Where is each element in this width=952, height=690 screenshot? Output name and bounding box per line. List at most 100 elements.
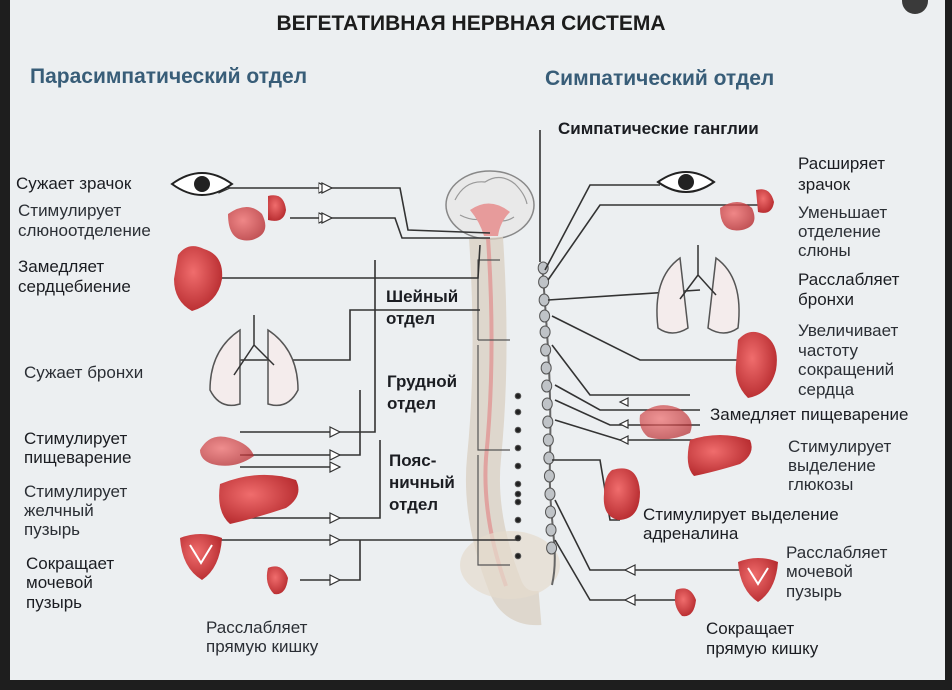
- right-label-bladder-1: Расслабляет: [786, 543, 888, 562]
- right-label-adrenaline-1: Стимулирует выделение: [643, 505, 839, 524]
- left-label-bronchi: Сужает бронхи: [24, 363, 143, 382]
- right-label-saliva-3: слюны: [798, 241, 851, 260]
- ganglion-node: [543, 451, 555, 465]
- cervical-region-label-2: отдел: [386, 309, 435, 328]
- stomach-right-icon: [639, 405, 692, 440]
- right-label-heart-2: частоту: [798, 341, 858, 360]
- close-icon[interactable]: [902, 0, 928, 14]
- ganglion-node: [539, 309, 551, 323]
- ganglion-node: [544, 487, 556, 501]
- right-label-saliva-2: отделение: [798, 222, 881, 241]
- left-label-rectum-1: Расслабляет: [206, 618, 308, 637]
- right-label-digestion: Замедляет пищеварение: [710, 405, 908, 424]
- spinal-nerve-node: [514, 552, 522, 560]
- salivary-gland-right-icon: [720, 189, 774, 231]
- ganglion-node: [542, 433, 554, 447]
- salivary-gland-left-icon: [228, 195, 286, 241]
- right-label-bronchi-1: Расслабляет: [798, 270, 900, 289]
- right-label-glucose-2: выделение: [788, 456, 876, 475]
- ganglion-node: [540, 343, 552, 357]
- right-label-saliva-1: Уменьшает: [798, 203, 887, 222]
- ganglion-node: [539, 325, 551, 339]
- thoracic-region-label-2: отдел: [387, 394, 436, 413]
- thoracic-region-label-1: Грудной: [387, 372, 457, 391]
- bladder-right-icon: [738, 558, 778, 602]
- eye-right-icon: [656, 171, 716, 193]
- heart-right-icon: [735, 331, 777, 398]
- parasympathetic-pathways: [210, 188, 520, 581]
- right-label-pupil-1: Расширяет: [798, 154, 885, 173]
- left-label-gallbladder-2: желчный: [24, 501, 94, 520]
- right-label-glucose-3: глюкозы: [788, 475, 853, 494]
- brain-illustration: [445, 170, 535, 240]
- rectum-left-icon: [266, 566, 288, 595]
- right-label-glucose-1: Стимулирует: [788, 437, 891, 456]
- eye-left-icon: [170, 172, 234, 196]
- left-label-pupil: Сужает зрачок: [16, 174, 132, 193]
- lungs-right-icon: [656, 245, 740, 334]
- lungs-left-icon: [209, 315, 299, 407]
- spinal-nerve-node: [514, 516, 522, 524]
- cervical-region-label-1: Шейный: [386, 287, 458, 306]
- stomach-left-icon: [200, 436, 254, 466]
- spinal-nerve-node: [514, 426, 522, 434]
- right-label-heart-4: сердца: [798, 380, 855, 399]
- ganglion-node: [537, 261, 549, 275]
- left-label-heart-2: сердцебиение: [18, 277, 131, 296]
- rectum-right-icon: [674, 588, 696, 617]
- right-label-bladder-3: пузырь: [786, 582, 842, 601]
- heart-left-icon: [174, 246, 223, 311]
- spinal-nerve-node: [514, 480, 522, 488]
- right-label-bladder-2: мочевой: [786, 562, 853, 581]
- left-label-saliva-1: Стимулирует: [18, 201, 121, 220]
- ganglion-node: [545, 523, 557, 537]
- left-label-saliva-2: слюноотделение: [18, 221, 151, 240]
- left-label-gallbladder-3: пузырь: [24, 520, 80, 539]
- right-label-heart-1: Увеличивает: [798, 321, 899, 340]
- liver-right-icon: [687, 435, 752, 476]
- right-label-adrenaline-2: адреналина: [643, 524, 739, 543]
- liver-left-icon: [219, 474, 299, 524]
- lumbar-region-label-3: отдел: [389, 495, 438, 514]
- sympathetic-ganglia-label: Симпатические ганглии: [558, 119, 759, 138]
- ganglion-node: [545, 505, 556, 519]
- parasympathetic-heading: Парасимпатический отдел: [30, 65, 307, 88]
- left-label-digestion-2: пищеварение: [24, 448, 132, 467]
- left-label-bladder-2: мочевой: [26, 573, 93, 592]
- left-label-digestion-1: Стимулирует: [24, 429, 127, 448]
- sympathetic-trunk: [514, 261, 558, 586]
- spinal-nerve-node: [514, 408, 522, 416]
- sympathetic-pathways: [539, 130, 770, 601]
- right-label-pupil-2: зрачок: [798, 175, 851, 194]
- ganglion-node: [541, 379, 553, 393]
- ganglion-node: [541, 397, 553, 411]
- spinal-nerve-node: [514, 490, 522, 498]
- ganglion-node: [543, 469, 555, 483]
- right-label-heart-3: сокращений: [798, 360, 894, 379]
- left-label-bladder-1: Сокращает: [26, 554, 114, 573]
- right-label-bronchi-2: бронхи: [798, 290, 854, 309]
- right-label-rectum-2: прямую кишку: [706, 639, 819, 658]
- ganglion-node: [546, 541, 558, 555]
- spinal-nerve-node: [514, 462, 522, 470]
- left-label-bladder-3: пузырь: [26, 593, 82, 612]
- spinal-nerve-node: [514, 498, 522, 506]
- diagram-title: ВЕГЕТАТИВНАЯ НЕРВНАЯ СИСТЕМА: [276, 12, 665, 35]
- ganglion-node: [538, 293, 550, 307]
- right-label-rectum-1: Сокращает: [706, 619, 794, 638]
- left-label-heart-1: Замедляет: [18, 257, 104, 276]
- lumbar-region-label-1: Пояс-: [389, 451, 436, 470]
- ganglion-node: [540, 361, 552, 375]
- parasympathetic-arrows: [321, 182, 342, 586]
- kidney-icon: [603, 468, 640, 520]
- sympathetic-heading: Симпатический отдел: [545, 67, 774, 90]
- ganglion-node: [538, 275, 550, 289]
- left-label-gallbladder-1: Стимулирует: [24, 482, 127, 501]
- lumbar-region-label-2: ничный: [389, 473, 455, 492]
- bladder-left-icon: [180, 534, 222, 580]
- region-brackets: [477, 259, 510, 566]
- ganglion-node: [542, 415, 554, 429]
- sympathetic-arrows: [618, 397, 636, 606]
